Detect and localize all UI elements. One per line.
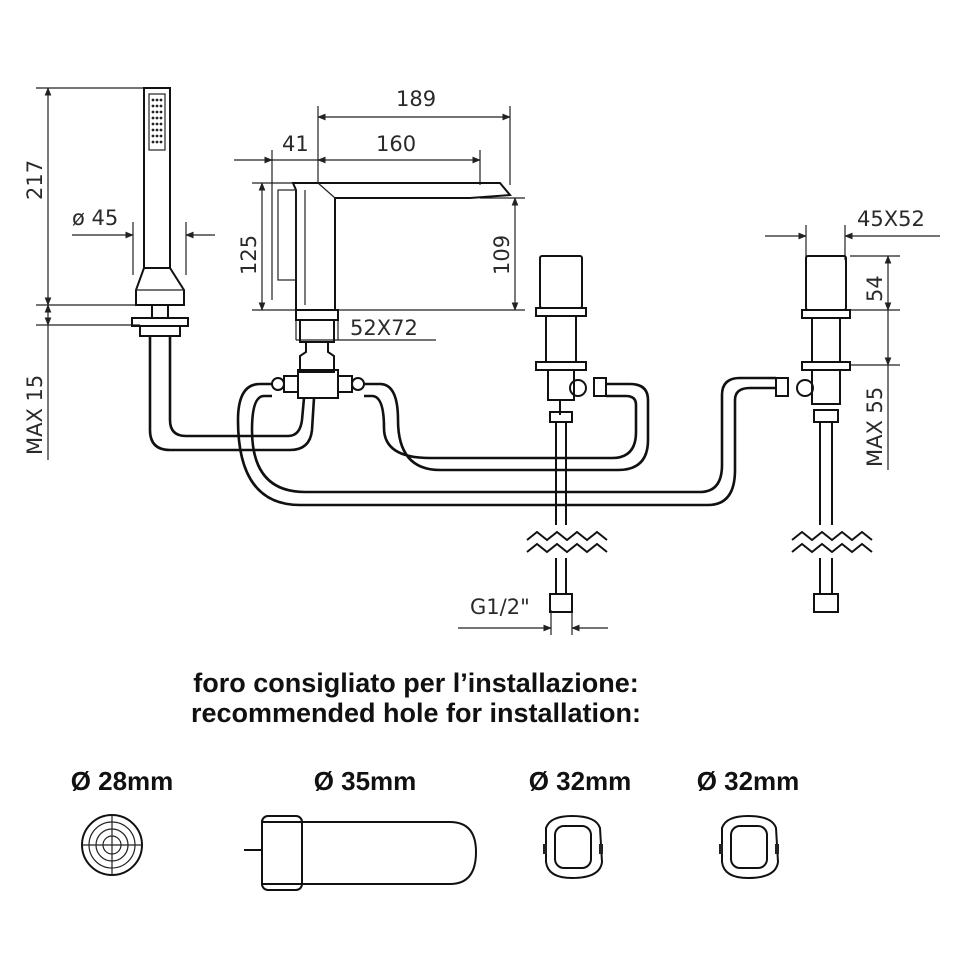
dim-41: 41 — [282, 132, 309, 156]
hole-top-view-shower — [81, 814, 143, 876]
hole-label-1: Ø 28mm — [71, 766, 174, 796]
hole-labels: Ø 28mm Ø 35mm Ø 32mm Ø 32mm — [71, 766, 800, 796]
dim-189: 189 — [396, 87, 436, 111]
hole-top-view-valve-1 — [543, 814, 604, 880]
dimension-labels: 189 41 160 ø 45 52X72 45X52 G1/2" 217 MA… — [23, 87, 925, 619]
hole-top-view-valve-2 — [719, 814, 780, 880]
dim-160: 160 — [376, 132, 416, 156]
hole-label-3: Ø 32mm — [529, 766, 632, 796]
install-line-english: recommended hole for installation: — [191, 698, 641, 728]
dim-max15: MAX 15 — [23, 375, 47, 455]
install-line-italian: foro consigliato per l’installazione: — [193, 668, 639, 698]
installation-note: foro consigliato per l’installazione: re… — [191, 668, 641, 728]
center-valve — [526, 255, 608, 613]
dim-52x72: 52X72 — [350, 316, 418, 340]
dim-g12: G1/2" — [470, 595, 530, 619]
hole-top-view-spout — [244, 815, 478, 891]
dim-125: 125 — [237, 235, 261, 275]
dim-max55: MAX 55 — [863, 387, 887, 467]
hole-label-4: Ø 32mm — [697, 766, 800, 796]
spout — [277, 182, 513, 373]
dim-54: 54 — [863, 275, 887, 302]
dim-45-diameter: ø 45 — [72, 206, 118, 230]
hoses — [148, 336, 776, 507]
dim-109: 109 — [490, 235, 514, 275]
cross-fitting — [271, 369, 365, 399]
hole-label-2: Ø 35mm — [314, 766, 417, 796]
right-valve — [775, 255, 873, 613]
dimension-lines — [36, 87, 940, 635]
hand-shower — [131, 87, 189, 337]
dim-217: 217 — [23, 160, 47, 200]
dim-45x52: 45X52 — [857, 207, 925, 231]
